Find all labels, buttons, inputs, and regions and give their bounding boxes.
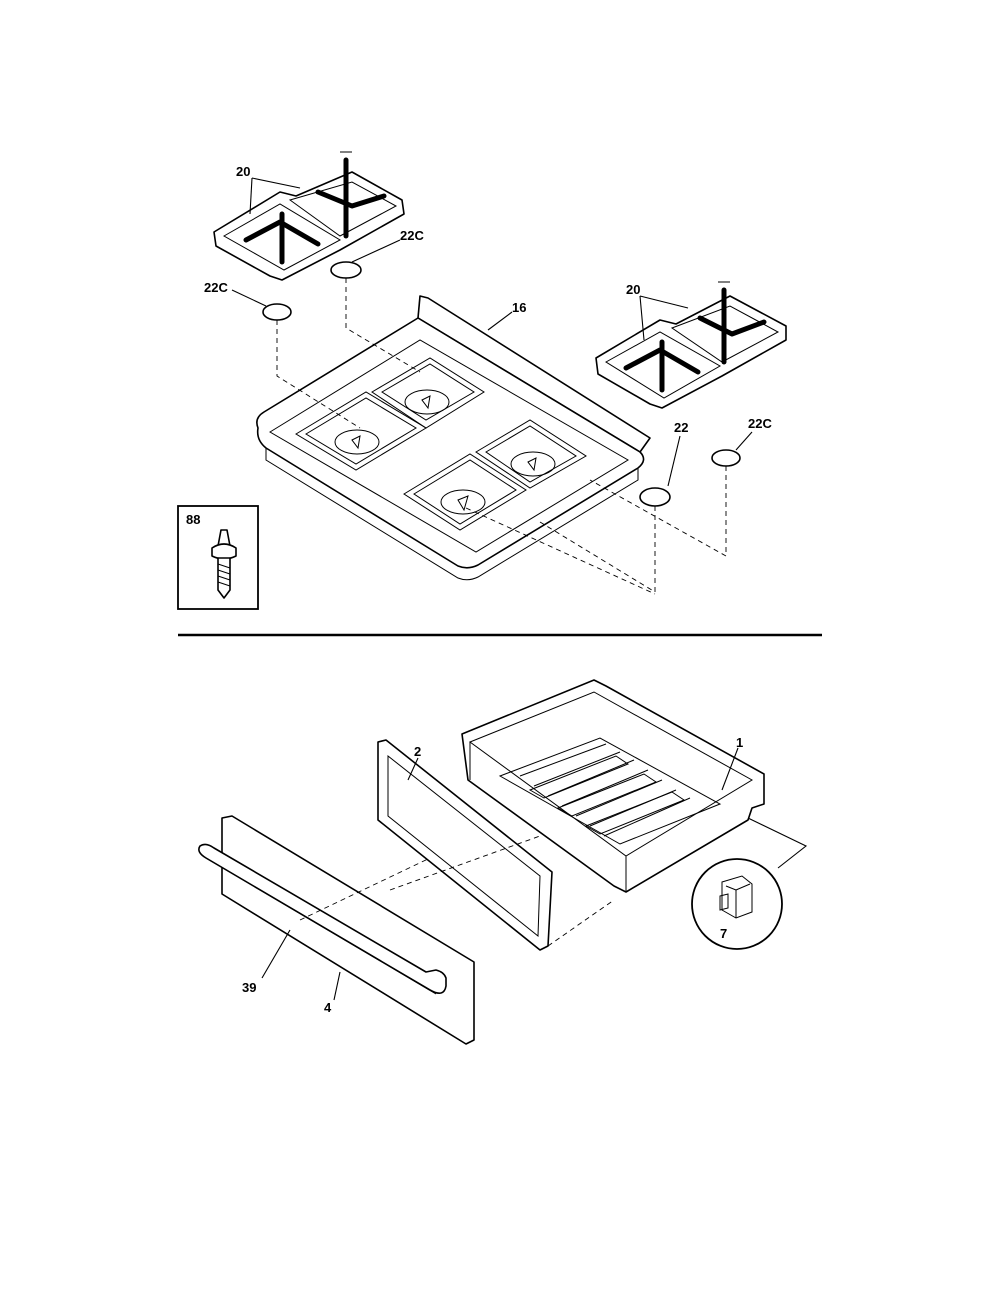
alignment-lines-bottom: [299, 835, 615, 947]
cooktop: [256, 295, 651, 581]
burner-cap-left: [262, 303, 292, 321]
bottom-section: [198, 679, 808, 1045]
screw-inset: [177, 505, 259, 610]
label-20-right: 20: [626, 282, 640, 297]
label-22c-left: 22C: [204, 280, 228, 295]
burner-cap-right: [711, 449, 741, 467]
leader-lines-bottom: [261, 747, 808, 1001]
part-labels: 20 22C 22C 16 20 22 22C 88 1 2 7 39 4: [186, 164, 772, 1015]
grate-pair-right: [595, 281, 787, 409]
label-20-left: 20: [236, 164, 250, 179]
label-22c-right: 22C: [748, 416, 772, 431]
drawer-body: [461, 679, 765, 893]
drawer-handle: [198, 843, 447, 995]
top-section: [177, 151, 787, 610]
burner-cap-upper: [330, 261, 362, 279]
label-7: 7: [720, 926, 727, 941]
label-88: 88: [186, 512, 200, 527]
drawer-clip-detail: [691, 858, 783, 950]
label-16: 16: [512, 300, 526, 315]
label-4: 4: [324, 1000, 332, 1015]
label-39: 39: [242, 980, 256, 995]
burner-cap-22: [639, 487, 671, 507]
leader-lines-top: [231, 177, 753, 487]
label-22: 22: [674, 420, 688, 435]
label-2: 2: [414, 744, 421, 759]
label-22c-upper: 22C: [400, 228, 424, 243]
label-1: 1: [736, 735, 743, 750]
alignment-lines-top: [276, 278, 727, 595]
grate-pair-left: [213, 151, 405, 281]
